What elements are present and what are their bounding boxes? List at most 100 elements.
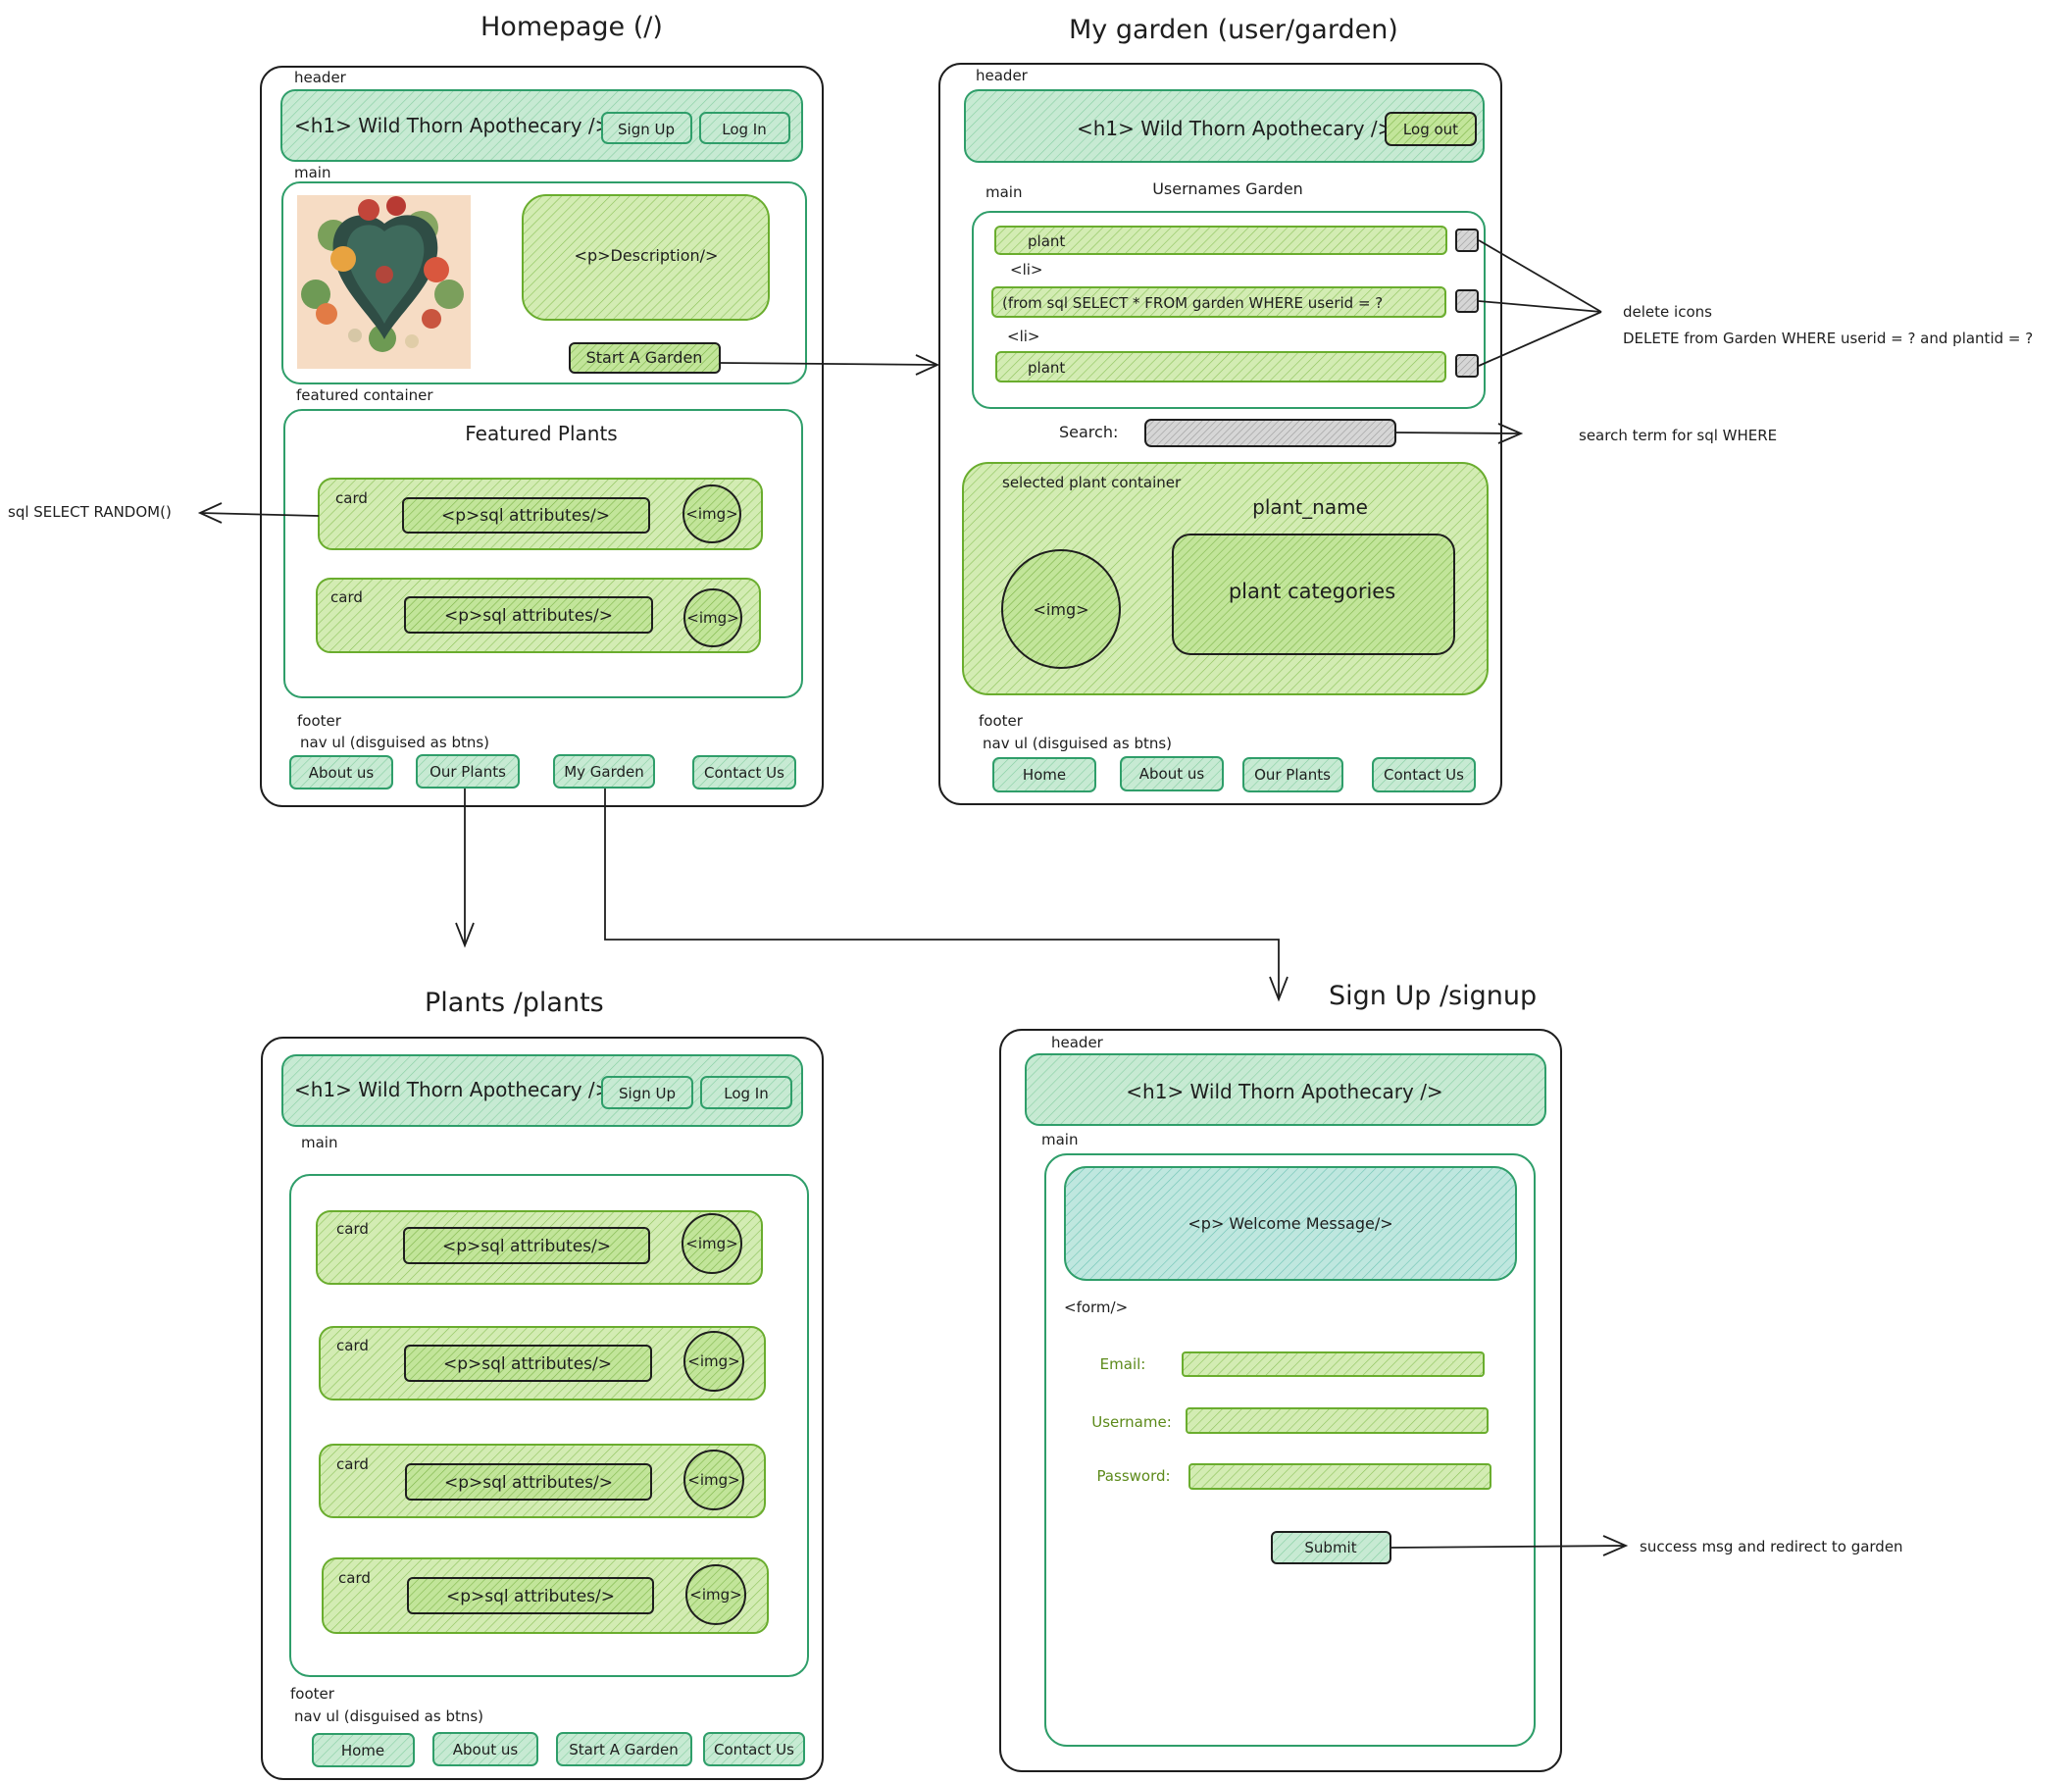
nav-contact-us-button[interactable]: Contact Us	[692, 755, 796, 790]
annotation-delete-title: delete icons	[1623, 303, 1712, 321]
garden-list-item: (from sql SELECT * FROM garden WHERE use…	[991, 286, 1446, 318]
svg-text:card: card	[338, 1569, 371, 1587]
garden-wireframe: My garden (user/garden) header <h1> Wild…	[938, 15, 1502, 805]
garden-footer-label: footer	[979, 712, 1024, 730]
garden-main-label: main	[985, 183, 1022, 201]
garden-list-item: plant	[995, 351, 1446, 382]
svg-text:card: card	[330, 588, 363, 606]
nav-contact-us-button[interactable]: Contact Us	[703, 1732, 805, 1766]
svg-text:card: card	[335, 489, 368, 507]
selected-plant-label: selected plant container	[1002, 474, 1182, 491]
homepage-title: Homepage (/)	[480, 12, 663, 42]
password-label: Password:	[1096, 1467, 1170, 1485]
garden-list-item: plant	[994, 226, 1447, 255]
featured-card[interactable]: card <p>sql attributes/> <img>	[316, 578, 761, 653]
nav-about-us-button[interactable]: About us	[432, 1732, 538, 1766]
delete-icon[interactable]	[1455, 289, 1479, 313]
selected-plant-image	[1001, 549, 1121, 669]
svg-text:<img>: <img>	[686, 609, 738, 627]
garden-nav-label: nav ul (disguised as btns)	[983, 735, 1172, 752]
nav-about-us-button[interactable]: About us	[1120, 756, 1224, 791]
svg-text:plant: plant	[1028, 232, 1065, 250]
svg-text:Home: Home	[341, 1742, 384, 1759]
selected-plant-image-label: <img>	[1034, 600, 1089, 619]
svg-text:<img>: <img>	[687, 1471, 739, 1489]
li-tag-label: <li>	[1007, 328, 1039, 345]
svg-text:card: card	[336, 1220, 369, 1238]
homepage-signup-button[interactable]: Sign Up	[601, 112, 692, 144]
svg-text:Sign Up: Sign Up	[618, 121, 675, 138]
svg-text:<p>sql attributes/>: <p>sql attributes/>	[442, 1237, 611, 1256]
plants-main-label: main	[301, 1134, 337, 1151]
signup-title: Sign Up /signup	[1329, 981, 1537, 1011]
featured-card[interactable]: card <p>sql attributes/> <img>	[318, 478, 763, 550]
search-input[interactable]	[1144, 419, 1396, 447]
search-label: Search:	[1059, 423, 1118, 441]
form-label: <form/>	[1064, 1299, 1128, 1316]
homepage-description: <p>Description/>	[575, 246, 719, 265]
svg-text:<img>: <img>	[689, 1586, 741, 1604]
annotation-random: sql SELECT RANDOM()	[8, 503, 172, 521]
homepage-h1: <h1> Wild Thorn Apothecary />	[294, 114, 611, 137]
plants-signup-button[interactable]: Sign Up	[601, 1076, 693, 1109]
plants-nav-label: nav ul (disguised as btns)	[294, 1707, 483, 1725]
svg-text:<img>: <img>	[685, 1235, 737, 1252]
svg-text:card: card	[336, 1455, 369, 1473]
li-tag-label: <li>	[1010, 261, 1042, 279]
nav-start-garden-button[interactable]: Start A Garden	[556, 1732, 692, 1766]
homepage-wireframe: Homepage (/) header <h1> Wild Thorn Apot…	[260, 12, 824, 807]
username-field[interactable]	[1186, 1407, 1489, 1434]
delete-icon[interactable]	[1455, 354, 1479, 378]
nav-home-button[interactable]: Home	[992, 757, 1096, 792]
featured-container	[283, 409, 803, 698]
nav-our-plants-button[interactable]: Our Plants	[1242, 757, 1343, 792]
svg-text:plant: plant	[1028, 359, 1065, 377]
svg-text:<p>sql attributes/>: <p>sql attributes/>	[444, 1473, 613, 1493]
svg-text:Submit: Submit	[1304, 1539, 1356, 1556]
svg-text:Our Plants: Our Plants	[1254, 766, 1331, 784]
plant-card[interactable]: card <p>sql attributes/> <img>	[319, 1444, 766, 1518]
garden-logout-button[interactable]: Log out	[1385, 112, 1477, 146]
svg-text:Our Plants: Our Plants	[430, 763, 506, 781]
featured-plants-title: Featured Plants	[465, 422, 617, 445]
svg-text:<p>sql attributes/>: <p>sql attributes/>	[444, 606, 613, 626]
garden-h1: <h1> Wild Thorn Apothecary />	[1077, 117, 1393, 140]
start-garden-button[interactable]: Start A Garden	[569, 342, 721, 374]
featured-container-label: featured container	[296, 386, 433, 404]
svg-text:card: card	[336, 1337, 369, 1354]
svg-text:About us: About us	[309, 764, 375, 782]
svg-text:My Garden: My Garden	[564, 763, 644, 781]
svg-text:<img>: <img>	[685, 505, 737, 523]
plant-card[interactable]: card <p>sql attributes/> <img>	[319, 1326, 766, 1401]
svg-text:About us: About us	[453, 1741, 519, 1758]
garden-header	[964, 89, 1485, 163]
plant-card[interactable]: card <p>sql attributes/> <img>	[322, 1557, 769, 1634]
svg-text:Log In: Log In	[724, 1085, 769, 1102]
homepage-login-button[interactable]: Log In	[699, 112, 790, 144]
password-field[interactable]	[1188, 1463, 1491, 1490]
plants-login-button[interactable]: Log In	[700, 1076, 792, 1109]
plant-categories: plant categories	[1229, 580, 1395, 603]
svg-text:Log out: Log out	[1403, 121, 1458, 138]
homepage-footer-label: footer	[297, 712, 342, 730]
email-label: Email:	[1100, 1355, 1146, 1373]
submit-button[interactable]: Submit	[1271, 1531, 1391, 1564]
nav-our-plants-button[interactable]: Our Plants	[416, 754, 520, 789]
signup-wireframe: Sign Up /signup header <h1> Wild Thorn A…	[999, 981, 1562, 1772]
signup-main-label: main	[1041, 1131, 1078, 1148]
svg-text:Contact Us: Contact Us	[704, 764, 784, 782]
nav-about-us-button[interactable]: About us	[289, 755, 393, 790]
svg-text:<p>sql attributes/>: <p>sql attributes/>	[443, 1354, 612, 1374]
svg-text:Contact Us: Contact Us	[714, 1741, 794, 1758]
nav-my-garden-button[interactable]: My Garden	[553, 754, 655, 789]
nav-home-button[interactable]: Home	[312, 1733, 415, 1767]
garden-section-title: Usernames Garden	[1152, 179, 1303, 198]
garden-header-label: header	[976, 67, 1029, 84]
annotation-delete-sql: DELETE from Garden WHERE userid = ? and …	[1623, 330, 2033, 347]
plant-card[interactable]: card <p>sql attributes/> <img>	[316, 1210, 763, 1285]
nav-contact-us-button[interactable]: Contact Us	[1372, 757, 1476, 792]
delete-icon[interactable]	[1455, 229, 1479, 252]
email-field[interactable]	[1182, 1351, 1485, 1377]
welcome-message: <p> Welcome Message/>	[1188, 1214, 1392, 1233]
svg-text:(from sql SELECT * FROM garden: (from sql SELECT * FROM garden WHERE use…	[1002, 294, 1383, 312]
